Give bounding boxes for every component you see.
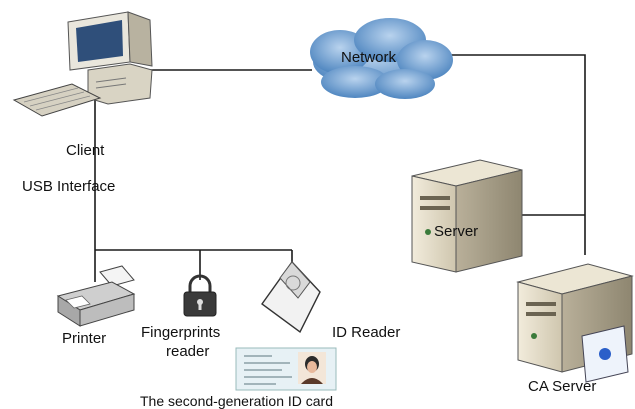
- id-reader-icon: [261, 260, 321, 334]
- usb-interface-label: USB Interface: [22, 178, 116, 195]
- server-icon: [411, 159, 523, 273]
- fingerprints-reader-label-line1: Fingerprints: [141, 324, 221, 341]
- id-card-icon: [235, 347, 337, 391]
- cloud-icon: [310, 18, 453, 99]
- server-label: Server: [434, 223, 479, 240]
- ca-server-label: CA Server: [528, 378, 597, 395]
- printer-icon: [56, 265, 136, 327]
- network-ca-link: [440, 54, 586, 255]
- fingerprint-reader-icon: [183, 274, 217, 317]
- client-label: Client: [66, 142, 105, 159]
- computer-icon: [12, 11, 153, 117]
- smart-card-icon: [581, 325, 629, 383]
- network-label: Network: [341, 49, 397, 66]
- ca-server-icon: [516, 263, 634, 383]
- printer-label: Printer: [62, 330, 107, 347]
- fingerprints-reader-label-line2: reader: [166, 343, 210, 360]
- id-card-label: The second-generation ID card: [140, 393, 333, 409]
- id-reader-label: ID Reader: [332, 324, 401, 341]
